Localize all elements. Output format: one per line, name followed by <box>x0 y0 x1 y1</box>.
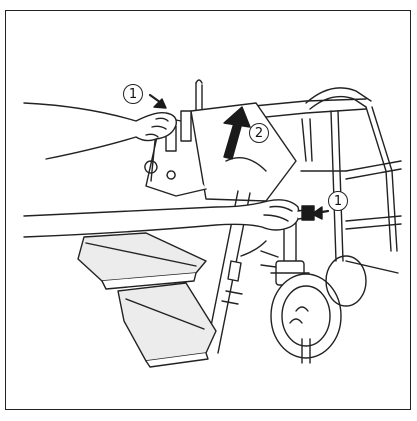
footplate-lower <box>118 283 216 367</box>
callout-release-right: 1 <box>328 191 348 211</box>
callout-release-left: 1 <box>123 84 143 104</box>
wheelchair-footrest-removal-drawing <box>6 11 412 411</box>
footplate-upper <box>78 233 206 289</box>
right-hand-arm <box>24 200 312 237</box>
illustration-frame: 1 2 1 <box>5 10 411 410</box>
caster-assembly <box>261 211 366 363</box>
release-lever-right <box>302 206 314 220</box>
press-arrow-left <box>150 95 166 108</box>
callout-lift: 2 <box>249 123 269 143</box>
